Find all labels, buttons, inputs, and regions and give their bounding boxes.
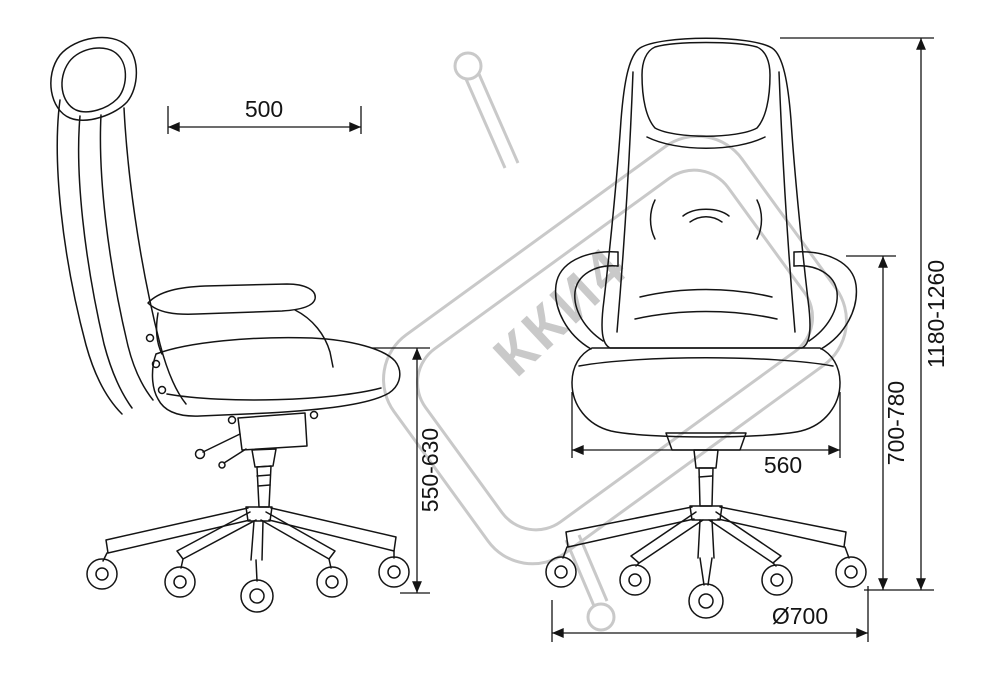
side-seat-seam: [166, 387, 382, 401]
front-casters: [545, 546, 867, 619]
side-headrest-inner: [61, 47, 127, 113]
side-tilt-lever: [202, 433, 241, 453]
side-base-legs: [105, 507, 397, 561]
caster: [316, 566, 348, 598]
side-gas-lift: [251, 448, 277, 468]
stitch-mark: [682, 208, 730, 217]
dim-arm-floor-height-label: 700-780: [883, 381, 909, 465]
front-backrest-contour: [616, 71, 634, 333]
dim-seat-height-label: 550-630: [417, 428, 443, 512]
dimension-total-height: 1180-1260: [780, 37, 949, 591]
front-headrest: [641, 41, 771, 137]
front-armrest-left: [554, 251, 619, 350]
rivet: [157, 385, 167, 395]
front-backrest-contour: [778, 71, 796, 333]
dimension-seat-depth: 500: [167, 96, 362, 134]
dim-total-height-label: 1180-1260: [923, 260, 949, 368]
side-backrest-front-edge: [123, 107, 187, 405]
side-headrest: [50, 36, 138, 121]
front-headrest-under-curve: [646, 136, 766, 149]
front-gas-lift: [698, 467, 714, 507]
caster: [378, 556, 410, 588]
caster: [835, 556, 867, 588]
front-armrest-right-inner: [793, 265, 838, 342]
rivet: [227, 415, 237, 425]
side-casters: [86, 550, 410, 613]
caster: [86, 558, 118, 590]
rivet: [309, 410, 319, 420]
side-tilt-mechanism: [237, 412, 308, 451]
front-base-legs: [565, 506, 847, 564]
side-backrest-rear-edge: [56, 99, 123, 415]
side-backrest-contour: [99, 114, 154, 401]
front-seat-seam: [578, 357, 834, 367]
caster: [164, 566, 196, 598]
side-seat: [151, 336, 401, 417]
dimension-seat-height: 550-630: [372, 347, 443, 594]
side-backrest-contour: [77, 115, 133, 409]
side-armrest-support-front: [294, 309, 334, 368]
dimension-seat-width: 560: [571, 392, 841, 478]
side-armrest-pad: [147, 283, 316, 315]
side-tilt-lever: [223, 448, 247, 464]
caster: [761, 564, 793, 596]
dimension-base-diameter: Ø700: [551, 586, 869, 642]
dim-seat-width-label: 560: [764, 452, 802, 478]
caster: [240, 579, 274, 613]
side-lever-knob: [194, 448, 206, 460]
front-armrest-left-inner: [574, 265, 619, 342]
chair-side-view: [50, 36, 410, 613]
front-backrest: [601, 37, 811, 349]
stitch-mark: [756, 199, 763, 240]
stitch-mark: [689, 216, 723, 223]
side-lever-knob: [218, 461, 226, 469]
dim-base-diameter-label: Ø700: [772, 603, 828, 629]
caster: [619, 564, 651, 596]
dim-seat-depth-label: 500: [245, 96, 283, 122]
dimension-arm-floor-height: 700-780: [846, 255, 909, 590]
watermark-pin-bottom-icon: [586, 602, 616, 632]
stitch-mark: [649, 199, 656, 240]
front-lumbar-seam: [639, 288, 773, 298]
front-seat: [571, 347, 841, 438]
front-lumbar-seam: [634, 310, 778, 320]
watermark-badge: [382, 134, 848, 566]
watermark-pin-top-icon: [453, 51, 483, 81]
front-gas-lift: [693, 449, 719, 469]
front-armrest-right: [793, 251, 858, 350]
side-armrest-support-back: [155, 312, 163, 355]
rivet: [145, 333, 155, 343]
chair-front-view: [545, 37, 867, 619]
rivet: [151, 359, 161, 369]
caster: [545, 556, 577, 588]
caster: [688, 583, 724, 619]
